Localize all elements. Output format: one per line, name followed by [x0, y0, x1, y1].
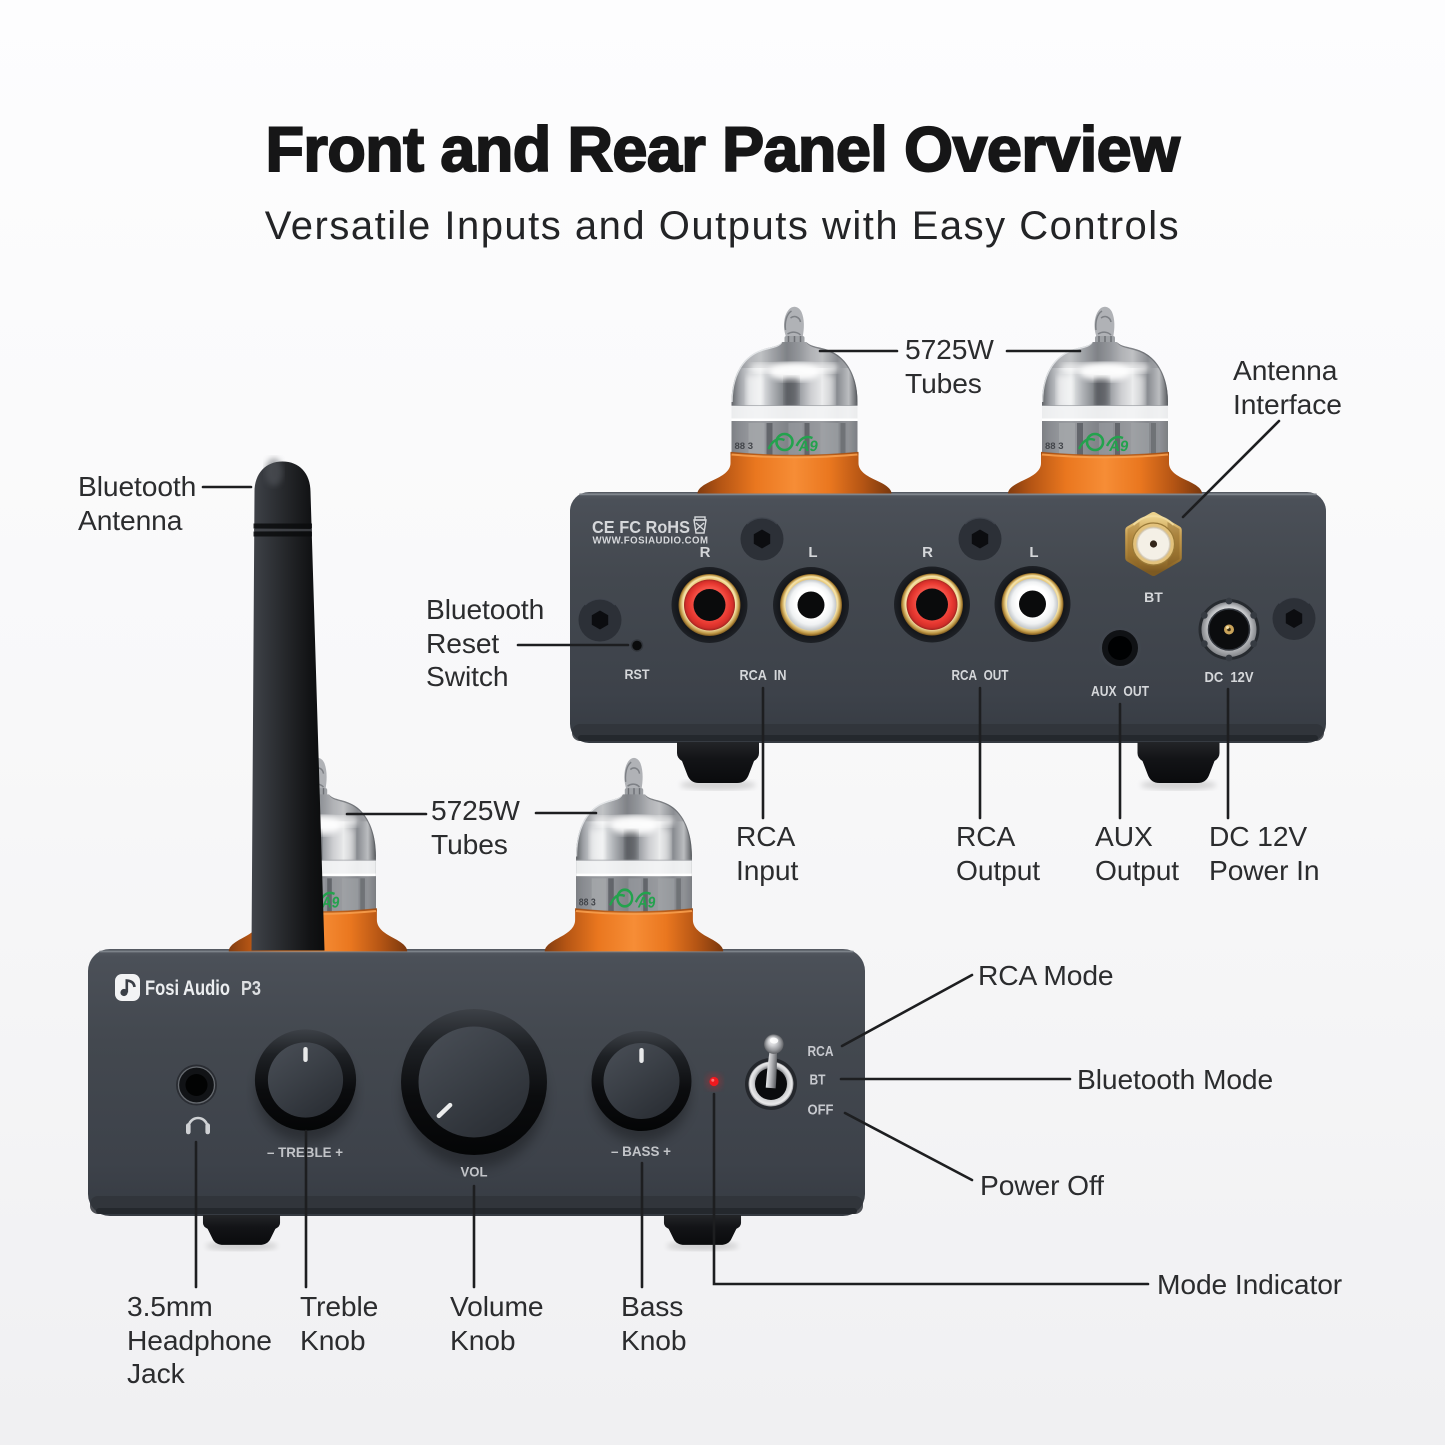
svg-text:VOL: VOL [461, 1164, 488, 1180]
svg-text:AUX OUT: AUX OUT [1091, 683, 1149, 700]
svg-text:L: L [808, 544, 817, 561]
svg-text:BT: BT [1144, 589, 1163, 605]
svg-text:BT: BT [810, 1073, 826, 1089]
svg-text:Fosi Audio: Fosi Audio [145, 977, 230, 1000]
svg-text:OFF: OFF [808, 1103, 834, 1119]
svg-text:R: R [700, 544, 711, 561]
svg-text:DC 12V: DC 12V [1205, 669, 1254, 686]
svg-text:WWW.FOSIAUDIO.COM: WWW.FOSIAUDIO.COM [593, 536, 709, 547]
svg-text:P3: P3 [241, 978, 261, 1000]
svg-text:R: R [922, 544, 933, 561]
svg-text:RCA IN: RCA IN [740, 667, 787, 684]
svg-text:– BASS +: – BASS + [611, 1143, 671, 1159]
svg-text:RCA OUT: RCA OUT [952, 667, 1009, 684]
svg-text:L: L [1029, 544, 1038, 561]
svg-text:RST: RST [625, 667, 651, 682]
svg-text:RCA: RCA [808, 1044, 834, 1060]
svg-text:CE FC RoHS: CE FC RoHS [592, 517, 690, 537]
